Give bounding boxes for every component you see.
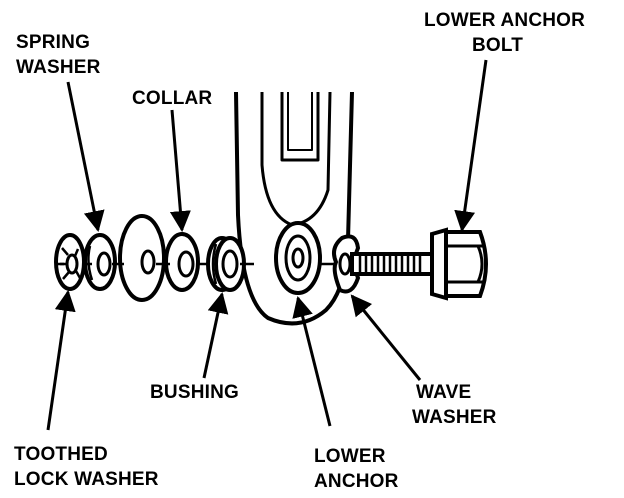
label-collar: COLLAR	[132, 86, 212, 111]
label-bushing-line1: BUSHING	[150, 382, 240, 403]
label-spring-washer-line2: WASHER	[16, 57, 101, 78]
spring-washer	[83, 233, 117, 291]
leader-bushing	[202, 291, 229, 379]
label-spring-washer: SPRING WASHER	[16, 30, 101, 80]
label-lower-anchor-bolt-line2: BOLT	[472, 35, 524, 56]
label-toothed-lock-washer-line1: TOOTHED	[14, 444, 108, 465]
label-wave-washer-line2: WASHER	[412, 407, 497, 428]
label-lower-anchor-bolt: LOWER ANCHOR BOLT	[424, 8, 585, 58]
label-wave-washer-line1: WAVE	[416, 382, 472, 403]
lower-anchor-eye	[274, 221, 322, 295]
leader-toothed-lock-washer	[46, 289, 76, 431]
label-lower-anchor-bolt-line1: LOWER ANCHOR	[424, 10, 586, 31]
label-spring-washer-line1: SPRING	[16, 32, 91, 53]
collar	[164, 232, 200, 292]
leader-wave-washer	[350, 294, 422, 381]
label-toothed-lock-washer: TOOTHED LOCK WASHER	[14, 442, 159, 492]
toothed-lock-washer	[54, 233, 86, 291]
label-toothed-lock-washer-line2: LOCK WASHER	[14, 469, 159, 490]
wave-washer	[332, 234, 361, 294]
label-wave-washer: WAVE WASHER	[412, 380, 497, 430]
label-bushing: BUSHING	[150, 380, 239, 405]
leader-collar	[169, 109, 191, 233]
label-lower-anchor-line2: ANCHOR	[314, 471, 399, 492]
leader-spring-washer	[66, 81, 105, 233]
label-collar-line1: COLLAR	[132, 88, 213, 109]
label-lower-anchor: LOWER ANCHOR	[314, 444, 399, 494]
label-lower-anchor-line1: LOWER	[314, 446, 386, 467]
flat-washer	[118, 214, 166, 302]
lower-anchor-bolt	[350, 227, 488, 301]
leader-lower-anchor	[292, 295, 332, 427]
bushing	[206, 236, 246, 292]
leader-lower-anchor-bolt	[454, 59, 488, 233]
